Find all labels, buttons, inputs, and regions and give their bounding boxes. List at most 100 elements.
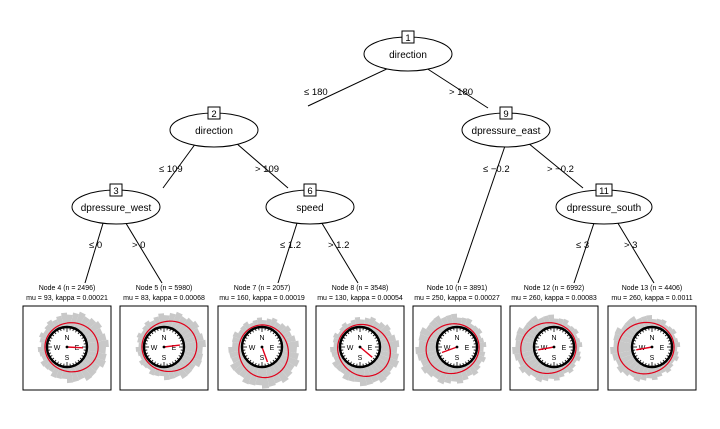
compass-tick	[48, 352, 52, 355]
histogram-bar	[542, 315, 551, 328]
compass-tick	[564, 359, 568, 363]
compass-tick	[243, 339, 247, 342]
compass-tick	[258, 327, 260, 331]
compass-tick	[538, 333, 542, 337]
edge-label-node1-right: > 180	[449, 87, 473, 98]
edge-label-node2-right: > 109	[255, 164, 279, 175]
histogram-bar	[339, 363, 350, 375]
compass-label-north: N	[649, 335, 654, 342]
histogram-bar	[652, 318, 657, 327]
histogram-bar	[354, 316, 360, 327]
compass-label-north: N	[64, 335, 69, 342]
inner-node-6: 6 speed	[265, 183, 355, 225]
compass-tick	[664, 357, 668, 361]
node-id: 6	[307, 186, 312, 197]
histogram-bar	[655, 366, 663, 378]
compass-tick	[374, 355, 378, 358]
compass-tick	[556, 363, 558, 367]
compass-tick	[566, 357, 570, 361]
compass-tick	[160, 327, 162, 331]
compass-tick	[540, 331, 544, 335]
compass-tick	[473, 343, 477, 345]
histogram-bar	[275, 360, 293, 378]
histogram-bar	[335, 360, 347, 372]
histogram-bar	[629, 363, 642, 378]
compass-tick	[469, 357, 473, 361]
compass-tick	[660, 361, 663, 365]
compass-tick	[49, 336, 53, 339]
compass-tick	[668, 343, 672, 345]
node-id: 9	[503, 109, 508, 120]
compass-tick	[272, 359, 276, 363]
histogram-bar	[567, 360, 576, 369]
leaf-parameters: mu = 260, kappa = 0.00083	[511, 295, 597, 302]
terminal-nodes: Node 4 (n = 2496)mu = 93, kappa = 0.0002…	[22, 285, 697, 391]
compass-tick	[564, 331, 568, 335]
compass-tick	[242, 343, 246, 345]
leaf-title: Node 8 (n = 3548)	[332, 285, 389, 292]
compass-tick	[160, 363, 162, 367]
compass-tick	[374, 336, 378, 339]
compass-tick	[641, 361, 644, 365]
compass-tick	[372, 333, 376, 337]
terminal-node-7: Node 7 (n = 2057)mu = 160, kappa = 0.000…	[217, 285, 307, 391]
compass-tick	[270, 329, 273, 333]
compass-tick	[536, 336, 540, 339]
histogram-bar	[444, 366, 454, 384]
histogram-bar	[524, 360, 541, 377]
fitted-density-curve	[238, 324, 290, 379]
histogram-bar	[376, 324, 391, 337]
compass-tick	[278, 349, 282, 351]
compass-tick	[467, 331, 471, 335]
histogram-bar	[419, 327, 439, 340]
compass-tick	[356, 327, 358, 331]
compass-tick	[276, 355, 280, 358]
histogram-bar	[153, 316, 161, 328]
compass-tick	[662, 359, 666, 363]
histogram-bar	[70, 312, 79, 328]
edge-label-node11-right: > 3	[624, 240, 637, 251]
node-id: 11	[599, 186, 609, 197]
terminal-node-12: Node 12 (n = 6992)mu = 260, kappa = 0.00…	[509, 285, 599, 391]
inner-node-9: 9 dpressure_east	[461, 106, 551, 148]
node-split-variable: speed	[296, 203, 323, 214]
histogram-bar	[171, 365, 181, 378]
node-split-variable: dpressure_west	[81, 203, 152, 214]
compass-tick	[441, 333, 445, 337]
compass-tick	[342, 355, 346, 358]
compass-tick	[462, 362, 465, 366]
compass-tick	[550, 363, 552, 367]
mean-direction-arrow	[359, 346, 373, 358]
compass-tick	[176, 333, 180, 337]
compass-tick	[375, 352, 379, 355]
leaf-title: Node 10 (n = 3891)	[427, 285, 488, 292]
fitted-density-curve	[520, 322, 577, 375]
node-split-variable: dpressure_south	[567, 203, 642, 214]
compass-tick	[264, 363, 266, 367]
compass-tick	[277, 352, 281, 355]
compass-tick	[51, 333, 55, 337]
compass-tick	[81, 336, 85, 339]
histogram-bar	[561, 365, 569, 374]
histogram-bar	[659, 365, 667, 374]
inner-node-2: 2 direction	[169, 106, 259, 148]
histogram-bar	[228, 347, 242, 353]
histogram-bar	[554, 367, 560, 381]
histogram-bar	[329, 347, 340, 353]
fitted-density-curve	[425, 323, 480, 375]
mean-direction-arrow	[261, 346, 269, 363]
compass-tick	[172, 361, 175, 365]
compass-tick	[166, 327, 168, 331]
compass-tick	[462, 328, 465, 332]
edge-label-node3-right: > 0	[132, 240, 145, 251]
compass-tick	[274, 333, 278, 337]
compass-tick	[666, 355, 670, 358]
node-id-box	[109, 183, 123, 197]
histogram-bar	[177, 360, 193, 376]
histogram-bar	[337, 330, 344, 337]
compass-tick	[179, 352, 183, 355]
edge-label-node6-right: > 1.2	[328, 240, 349, 251]
compass-tick	[272, 331, 276, 335]
compass-tick	[69, 363, 71, 367]
compass-label-north: N	[259, 335, 264, 342]
